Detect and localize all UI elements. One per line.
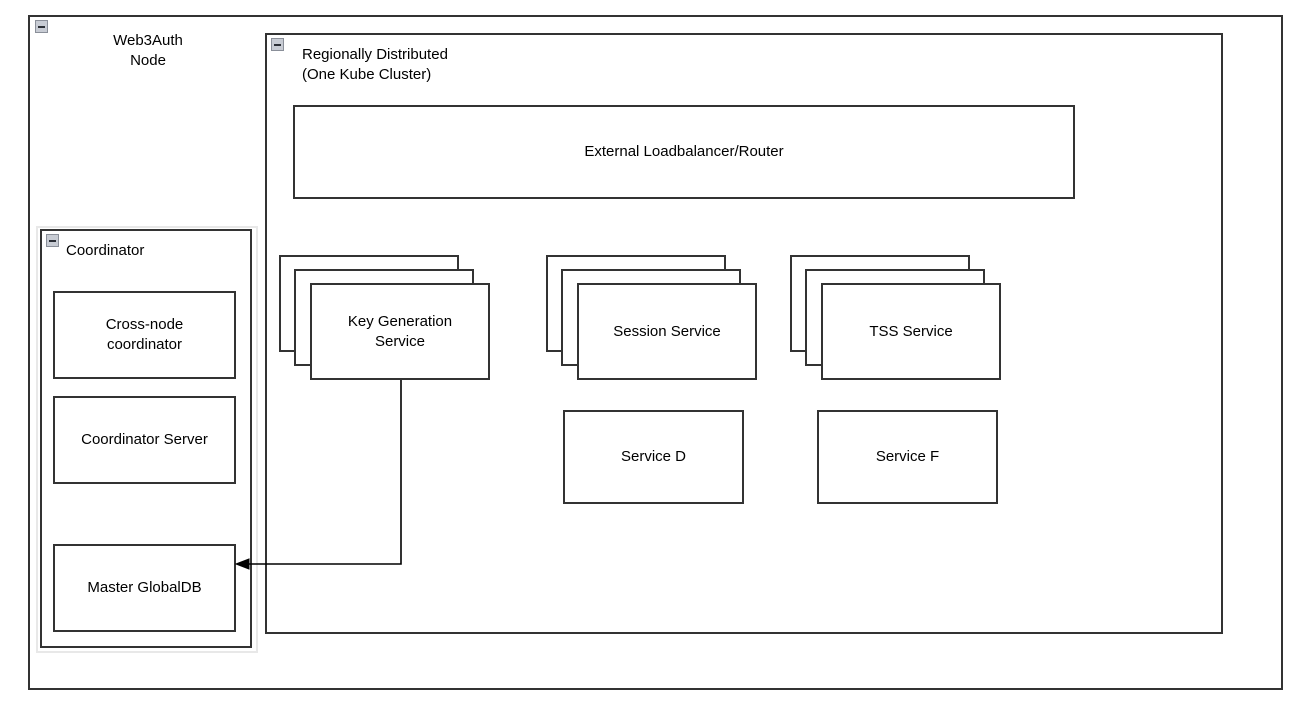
kube-cluster-collapse-icon[interactable] (271, 38, 284, 51)
coordinator-collapse-icon[interactable] (46, 234, 59, 247)
key-generation-service-card-front[interactable]: Key Generation Service (310, 283, 490, 380)
coordinator-server-label: Coordinator Server (81, 431, 208, 448)
key-generation-service-stack[interactable]: Key Generation Service (279, 255, 494, 380)
external-loadbalancer-router-label: External Loadbalancer/Router (584, 143, 784, 160)
coordinator-title: Coordinator (66, 242, 145, 259)
cross-node-coordinator-label: Cross-node coordinator (105, 316, 184, 353)
key-generation-service-label: Key Generation Service (347, 312, 453, 350)
service-d-label: Service D (620, 448, 687, 465)
external-loadbalancer-router-box[interactable]: External Loadbalancer/Router (293, 105, 1075, 199)
service-f-box[interactable]: Service F (817, 410, 998, 504)
service-f-label: Service F (875, 448, 940, 465)
cross-node-coordinator-box[interactable]: Cross-node coordinator (53, 291, 236, 379)
tss-service-label: TSS Service (869, 322, 953, 340)
session-service-stack[interactable]: Session Service (546, 255, 761, 380)
master-globaldb-box[interactable]: Master GlobalDB (53, 544, 236, 632)
kube-cluster-title: Regionally Distributed (One Kube Cluster… (302, 46, 448, 83)
coordinator-server-box[interactable]: Coordinator Server (53, 396, 236, 484)
service-d-box[interactable]: Service D (563, 410, 744, 504)
session-service-card-front[interactable]: Session Service (577, 283, 757, 380)
master-globaldb-label: Master GlobalDB (87, 579, 202, 596)
session-service-label: Session Service (613, 322, 721, 340)
web3auth-node-collapse-icon[interactable] (35, 20, 48, 33)
tss-service-card-front[interactable]: TSS Service (821, 283, 1001, 380)
web3auth-node-title: Web3Auth Node (113, 32, 183, 69)
tss-service-stack[interactable]: TSS Service (790, 255, 1005, 380)
